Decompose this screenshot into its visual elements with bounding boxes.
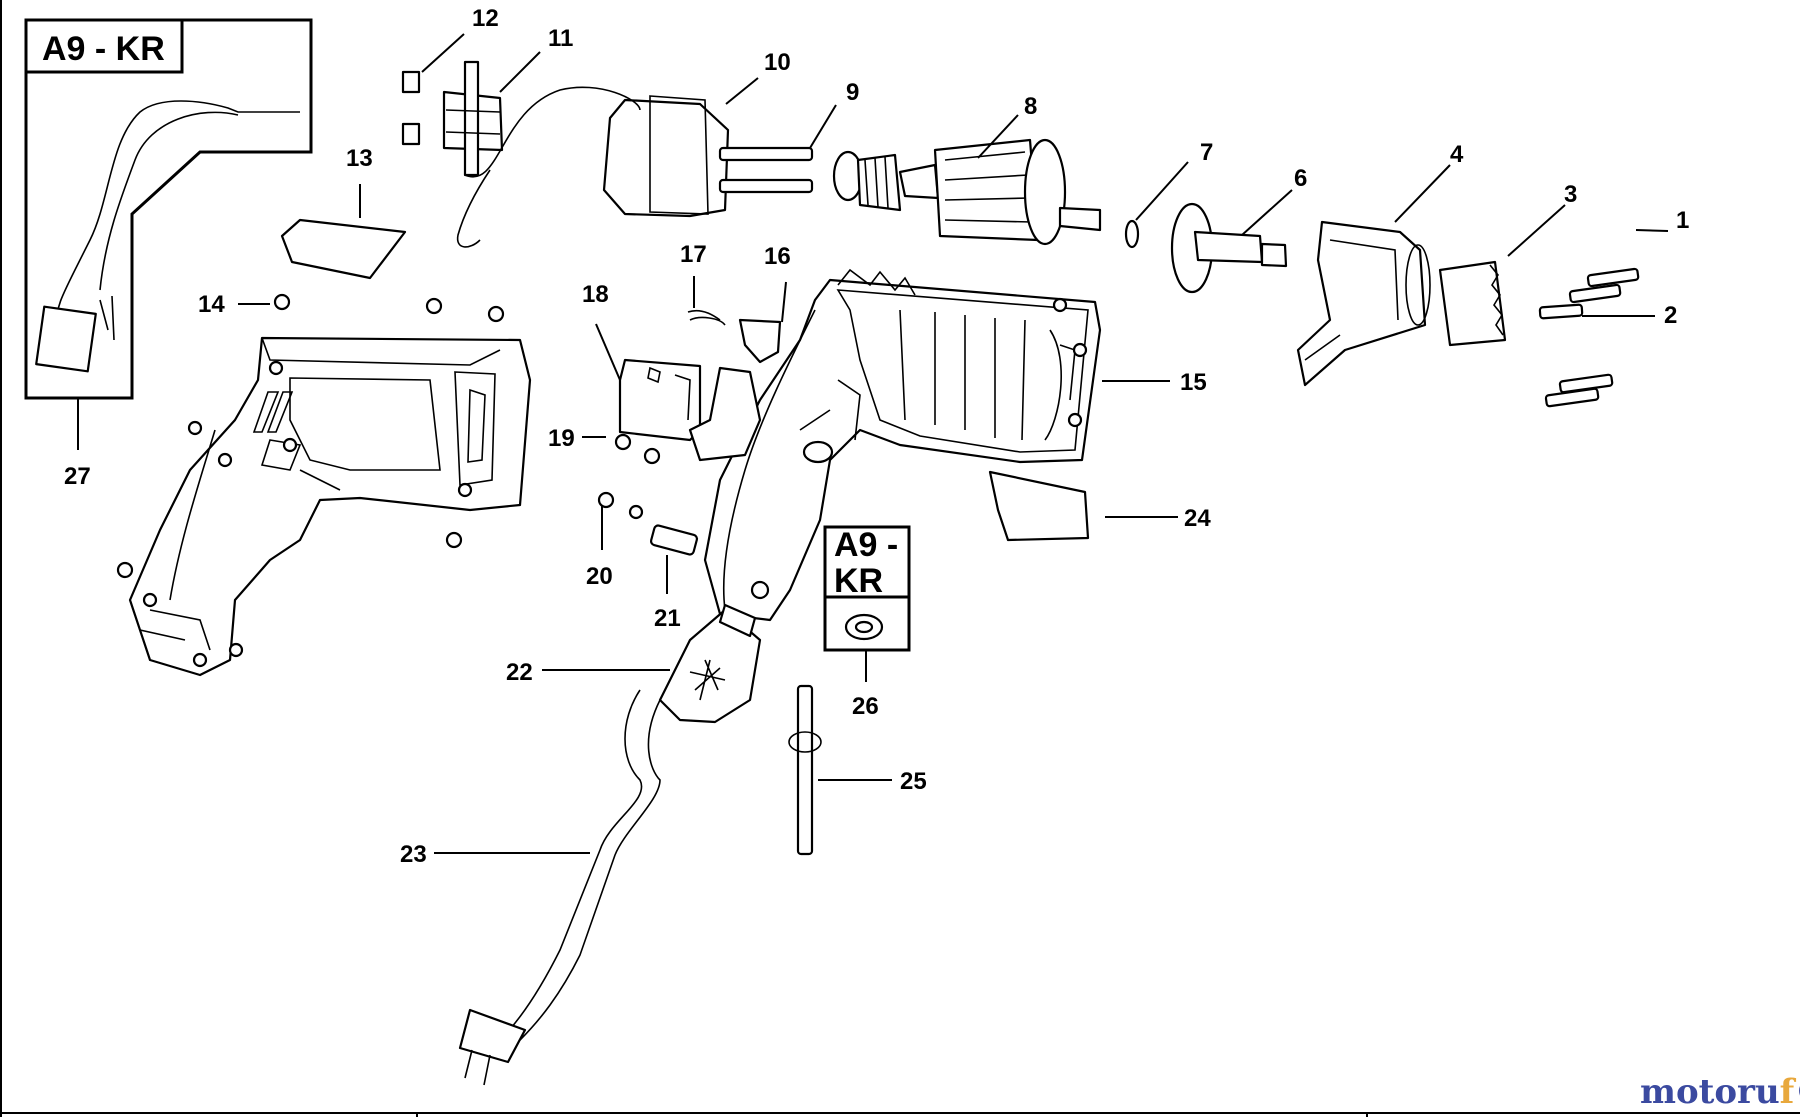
inset-box-a9-kr-cable: A9 - KR: [24, 18, 313, 400]
callout-12: 12: [472, 5, 499, 32]
site-watermark: motoruf©: [1640, 1072, 1800, 1112]
callout-26: 26: [852, 693, 879, 720]
callout-16: 16: [764, 243, 791, 270]
callout-22: 22: [506, 659, 533, 686]
label-plate-13: [280, 218, 407, 280]
left-housing-half: [128, 336, 532, 677]
label-plate-24: [988, 470, 1090, 542]
callout-14: 14: [198, 291, 225, 318]
callout-17: 17: [680, 241, 707, 268]
side-handle-rod: [788, 684, 822, 856]
carbon-brushes: [401, 70, 421, 146]
callout-21: 21: [654, 605, 681, 632]
gear-housing: [1296, 220, 1431, 387]
leader-lines: [77, 33, 1669, 854]
callout-3: 3: [1564, 181, 1577, 208]
callout-9: 9: [846, 79, 859, 106]
long-screws: [718, 146, 814, 194]
frame-tick: [1366, 1112, 1368, 1117]
callout-2: 2: [1664, 302, 1677, 329]
right-housing-half: [703, 268, 1102, 622]
inset-box-label: A9 - KR: [42, 30, 165, 68]
inset-box-label-line2: KR: [834, 562, 883, 600]
watermark-text: motoru: [1640, 1072, 1780, 1112]
callout-24: 24: [1184, 505, 1211, 532]
cord-guard-and-cord: [458, 603, 762, 1086]
frame-bottom-border: [0, 1112, 1800, 1114]
callout-27: 27: [64, 463, 91, 490]
field-stator: [456, 86, 730, 248]
callout-numbers: 1 2 3 4 6 7 8 9 10 11 12 13 14 15 16 17 …: [64, 5, 1689, 868]
callout-6: 6: [1294, 165, 1307, 192]
watermark-copyright: ©: [1794, 1072, 1800, 1112]
frame-left-border: [0, 0, 2, 1117]
chuck-screws: [1538, 267, 1640, 408]
callout-10: 10: [764, 49, 791, 76]
callout-18: 18: [582, 281, 609, 308]
frame-tick: [416, 1112, 418, 1117]
callout-25: 25: [900, 768, 927, 795]
inset-box-a9-kr-bushing: A9 - KR: [823, 525, 911, 652]
callout-23: 23: [400, 841, 427, 868]
spring: [687, 309, 721, 321]
watermark-accent: f: [1779, 1072, 1795, 1112]
switch-assembly: [618, 316, 782, 462]
screws: [116, 293, 699, 658]
callout-11: 11: [548, 25, 573, 52]
gear-shaft: [1170, 202, 1288, 294]
callout-8: 8: [1024, 93, 1037, 120]
callout-19: 19: [548, 425, 575, 452]
callout-4: 4: [1450, 141, 1464, 168]
drill-chuck: [1438, 260, 1507, 347]
callout-15: 15: [1180, 369, 1207, 396]
inset-box-label-line1: A9 -: [834, 526, 898, 564]
callout-1: 1: [1676, 207, 1689, 234]
callout-13: 13: [346, 145, 373, 172]
armature: [832, 138, 1102, 246]
callout-7: 7: [1200, 139, 1213, 166]
washer: [1124, 219, 1140, 249]
brush-holder: [442, 60, 504, 177]
callout-20: 20: [586, 563, 613, 590]
